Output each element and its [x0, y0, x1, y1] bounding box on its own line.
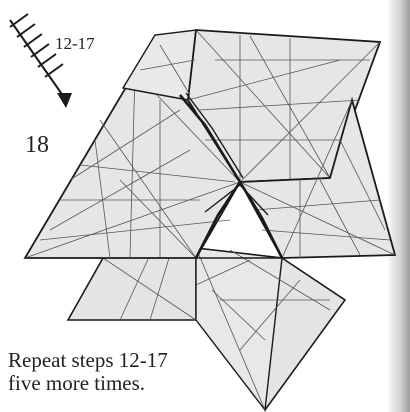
- caption-line-1: Repeat steps 12-17: [8, 349, 168, 372]
- step-number: 18: [25, 133, 49, 157]
- caption-line-2: five more times.: [8, 372, 168, 395]
- instruction-caption: Repeat steps 12-17 five more times.: [8, 349, 168, 395]
- repeat-arrow-icon: [10, 14, 72, 108]
- repeat-steps-label: 12-17: [55, 35, 95, 52]
